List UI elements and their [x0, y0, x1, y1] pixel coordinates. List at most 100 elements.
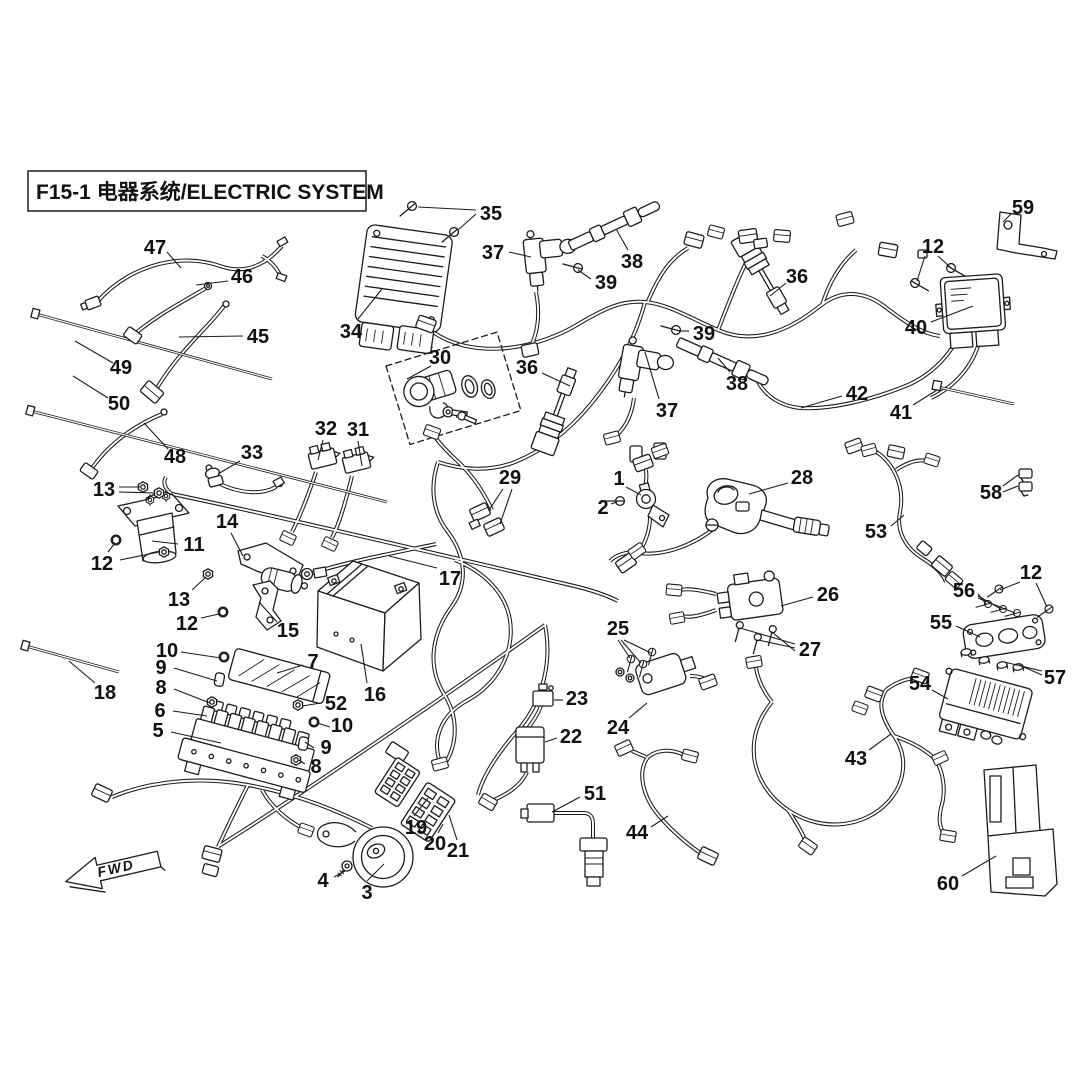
- tie-head-50: [25, 404, 36, 417]
- connector-assembly-19-20-21: [374, 741, 456, 842]
- leader-line-14: [230, 532, 244, 557]
- leader-line-27: [771, 631, 796, 652]
- cable-45: [140, 300, 230, 404]
- leader-line-7: [276, 664, 304, 674]
- relay-31: [341, 445, 375, 474]
- part-label-31: 31: [347, 419, 369, 441]
- part-label-12: 12: [1020, 562, 1042, 584]
- leader-line-4: [333, 870, 346, 878]
- leader-line-41: [912, 389, 938, 406]
- part-label-39: 39: [693, 323, 715, 345]
- part-label-9: 9: [155, 657, 166, 679]
- connectors-29: [422, 423, 506, 538]
- washer-25a: [615, 667, 625, 677]
- part-label-40: 40: [905, 317, 927, 339]
- leader-line-35: [417, 206, 477, 211]
- part-label-25: 25: [607, 618, 629, 640]
- spacer-9a: [213, 672, 226, 687]
- part-label-36: 36: [786, 266, 808, 288]
- part-label-32: 32: [315, 418, 337, 440]
- part-label-45: 45: [247, 326, 269, 348]
- part-label-56: 56: [953, 580, 975, 602]
- part-label-9: 9: [320, 737, 331, 759]
- leader-line-12: [937, 255, 951, 268]
- leader-line-48: [143, 422, 169, 450]
- part-label-36: 36: [516, 357, 538, 379]
- leader-line-52: [301, 702, 322, 707]
- part-label-46: 46: [231, 266, 253, 288]
- leader-line-39: [577, 269, 592, 280]
- relay-22: [477, 726, 545, 812]
- leader-line-22: [544, 737, 558, 743]
- part-label-7: 7: [307, 651, 318, 673]
- bracket-59: [996, 211, 1058, 260]
- part-label-38: 38: [726, 373, 748, 395]
- leader-lines-layer: [68, 206, 1048, 882]
- cable-47: [80, 236, 289, 311]
- horn-3: [316, 821, 414, 888]
- leader-line-42: [800, 395, 843, 409]
- leader-line-1: [625, 486, 642, 496]
- leader-line-29: [499, 488, 513, 525]
- part-label-50: 50: [108, 393, 130, 415]
- leader-line-34: [357, 288, 383, 320]
- part-label-38: 38: [621, 251, 643, 273]
- part-label-12: 12: [922, 236, 944, 258]
- leader-line-5: [170, 731, 222, 744]
- leader-line-25: [623, 639, 652, 654]
- part-label-8: 8: [310, 756, 321, 778]
- sensor-26: [716, 570, 784, 621]
- part-label-4: 4: [317, 870, 329, 892]
- leader-line-59: [1002, 212, 1013, 223]
- leader-line-12: [119, 551, 160, 561]
- tie-head-41: [931, 379, 943, 392]
- leader-line-8: [298, 759, 306, 765]
- part-label-19: 19: [405, 817, 427, 839]
- part-label-60: 60: [937, 873, 959, 895]
- leader-line-15: [258, 601, 278, 623]
- leader-line-10: [180, 651, 222, 659]
- bolt-4: [337, 860, 353, 878]
- leader-line-2: [610, 501, 618, 505]
- tie-head-18: [20, 639, 31, 652]
- leader-line-13: [118, 491, 156, 494]
- part-label-2: 2: [597, 497, 608, 519]
- leader-line-12: [107, 542, 116, 553]
- leader-line-25: [620, 639, 642, 664]
- part-label-24: 24: [607, 717, 630, 739]
- leader-line-8: [173, 688, 211, 704]
- page-title: F15-1 电器系统/ELECTRIC SYSTEM: [36, 180, 384, 204]
- leader-line-56: [977, 593, 987, 605]
- title-box: [27, 170, 367, 212]
- leader-line-28: [748, 482, 789, 495]
- leader-line-38: [615, 228, 629, 251]
- leader-line-27: [739, 627, 796, 645]
- leader-line-19: [413, 797, 429, 817]
- part-label-3: 3: [361, 882, 372, 904]
- leader-line-10: [316, 722, 331, 728]
- leader-line-58: [1002, 474, 1019, 487]
- leader-line-46: [195, 280, 229, 286]
- bolt-10a: [218, 651, 230, 663]
- ecu-54: [938, 667, 1033, 745]
- part-label-53: 53: [865, 521, 887, 543]
- part-label-33: 33: [241, 442, 263, 464]
- part-label-13: 13: [93, 479, 115, 501]
- part-label-48: 48: [164, 446, 186, 468]
- part-label-52: 52: [325, 693, 347, 715]
- leader-line-12: [200, 613, 220, 619]
- sensor-51: [520, 803, 608, 887]
- battery-16: [316, 560, 422, 672]
- nut-52: [292, 699, 304, 711]
- part-label-35: 35: [480, 203, 502, 225]
- sensor-33: [204, 464, 285, 489]
- washer-25b: [625, 673, 635, 683]
- part-label-5: 5: [152, 720, 163, 742]
- part-label-41: 41: [890, 402, 912, 424]
- relay-23: [532, 683, 554, 707]
- part-label-1: 1: [613, 468, 624, 490]
- leader-line-12: [999, 581, 1021, 591]
- leader-line-21: [448, 814, 458, 841]
